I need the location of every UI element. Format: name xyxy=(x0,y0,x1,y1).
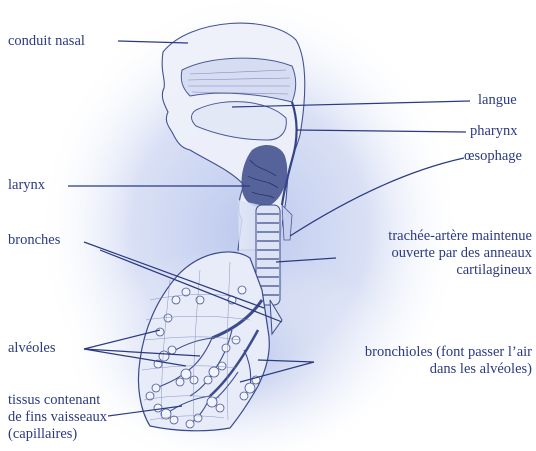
label-tissus-line2: de fins vaisseaux xyxy=(8,409,107,426)
label-tissus: tissus contenant de fins vaisseaux (capi… xyxy=(8,392,107,443)
label-alveoles: alvéoles xyxy=(8,340,56,357)
label-trachee-line1: trachée-artère maintenue xyxy=(300,228,532,245)
label-langue: langue xyxy=(478,92,517,109)
label-trachee: trachée-artère maintenue ouverte par des… xyxy=(300,228,532,279)
label-bronchioles-line1: bronchioles (font passer l’air xyxy=(300,344,532,361)
label-bronches: bronches xyxy=(8,232,60,249)
label-trachee-line2: ouverte par des anneaux xyxy=(300,245,532,262)
label-pharynx: pharynx xyxy=(470,123,518,140)
label-oesophage: œsophage xyxy=(464,148,522,165)
label-tissus-line1: tissus contenant xyxy=(8,392,107,409)
label-conduit-nasal: conduit nasal xyxy=(8,33,85,50)
label-trachee-line3: cartilagineux xyxy=(300,262,532,279)
label-bronchioles: bronchioles (font passer l’air dans les … xyxy=(300,344,532,378)
label-larynx: larynx xyxy=(8,177,45,194)
label-tissus-line3: (capillaires) xyxy=(8,426,107,443)
label-bronchioles-line2: dans les alvéoles) xyxy=(300,361,532,378)
